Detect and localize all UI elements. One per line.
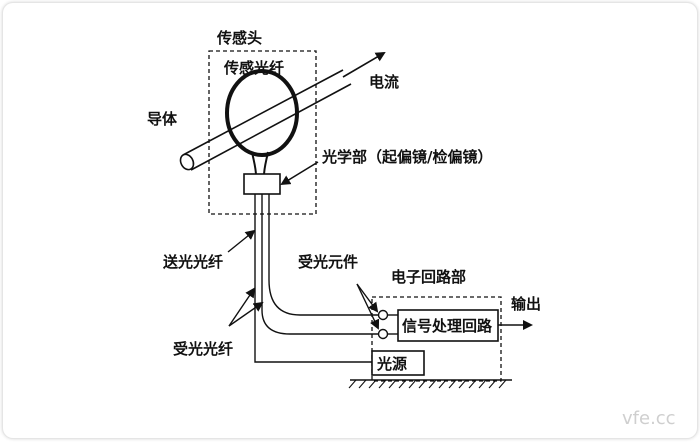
receiver-element-2	[377, 328, 389, 340]
sensor-head-label: 传感头	[216, 29, 262, 47]
watermark-text: vfe.cc	[622, 408, 676, 429]
optical-part-block	[243, 173, 281, 195]
ground	[348, 379, 512, 389]
diagram-frame: 传感头 传感光纤 电流 导体 光学部（起偏镜/检偏镜） 送光光纤 受光元件 电子…	[3, 3, 697, 438]
fiber-bundle	[254, 194, 382, 363]
receiver-arrow-1	[356, 283, 379, 313]
sensing-fiber-loop	[225, 69, 299, 177]
conductor-label: 导体	[147, 110, 178, 128]
receive-fiber-label: 受光光纤	[173, 340, 233, 358]
output-label: 输出	[511, 295, 541, 313]
light-source-box	[371, 350, 425, 376]
signal-processing-label: 信号处理回路	[402, 317, 493, 335]
optical-part-label: 光学部（起偏镜/检偏镜）	[321, 148, 492, 166]
electronic-circuit-box	[371, 296, 502, 382]
receive-fiber-arrow-2	[228, 301, 264, 327]
receiver-element-label: 受光元件	[298, 253, 358, 271]
receiver-element-1	[377, 309, 389, 321]
send-fiber-label: 送光光纤	[162, 253, 223, 271]
light-source-label: 光源	[376, 355, 407, 373]
optical-part-arrow	[280, 161, 319, 186]
receiver-arrow-2	[356, 283, 380, 330]
conductor-rod	[179, 69, 352, 171]
electronic-circuit-label: 电子回路部	[391, 268, 466, 286]
receive-fiber-arrow-1	[228, 287, 256, 327]
send-fiber-arrow	[227, 229, 256, 253]
signal-processing-box	[397, 309, 499, 342]
fiber-optic-current-sensor-diagram: 传感头 传感光纤 电流 导体 光学部（起偏镜/检偏镜） 送光光纤 受光元件 电子…	[147, 29, 676, 429]
sensing-fiber-label: 传感光纤	[223, 59, 284, 77]
current-arrow	[342, 51, 386, 78]
current-label: 电流	[369, 73, 399, 91]
